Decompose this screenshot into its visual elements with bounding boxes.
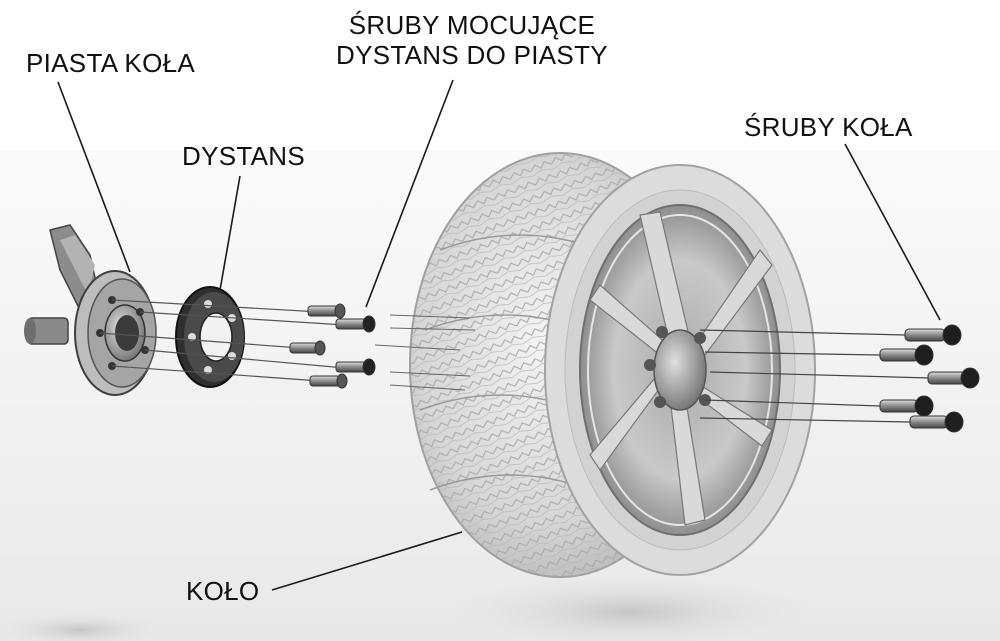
leader-wheel [271,531,463,591]
label-hub: PIASTA KOŁA [26,48,195,78]
label-spacer-bolts-line2: DYSTANS DO PIASTY [336,40,608,70]
leader-wheel-bolts [844,143,941,321]
wheel-reflection [440,572,820,641]
leader-spacer-bolts [365,79,454,308]
label-wheel: KOŁO [186,576,260,606]
label-spacer-bolts-line1: ŚRUBY MOCUJĄCE [348,10,596,40]
leader-spacer [219,175,241,291]
wheel-hub [24,224,157,396]
label-wheel-bolts: ŚRUBY KOŁA [744,112,913,142]
wheel-assembly [409,152,816,578]
leader-lines [57,79,941,591]
label-spacer: DYSTANS [182,141,305,171]
wheel-bolts [699,324,980,433]
wheel-spacer [175,286,245,388]
leader-hub [57,81,131,273]
label-spacer-bolts: ŚRUBY MOCUJĄCE DYSTANS DO PIASTY [336,10,608,70]
spacer-bolts [99,299,476,391]
rim-center-cap [653,329,707,411]
